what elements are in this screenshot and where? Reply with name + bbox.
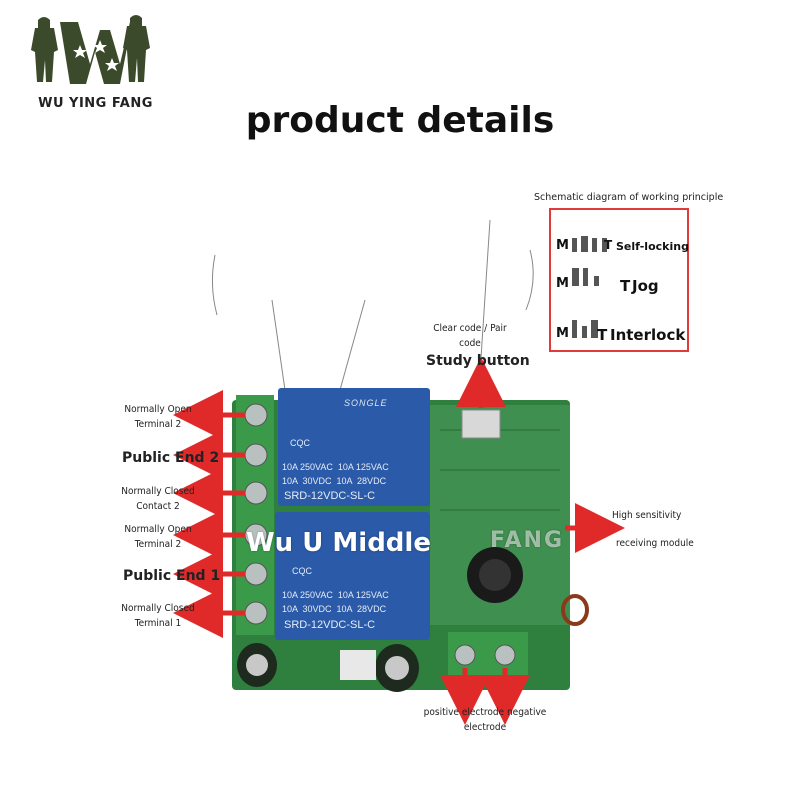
schematic-title: Schematic diagram of working principle: [534, 192, 724, 203]
label-high-sensitivity: High sensitivity: [612, 510, 682, 521]
schematic-m-2: M: [556, 276, 569, 291]
watermark-text: Wu U Middle: [246, 528, 431, 558]
label-receiving-module: receiving module: [616, 538, 694, 549]
label-study-button: Study button: [426, 353, 530, 369]
label-no2: Normally Open Terminal 2: [124, 404, 192, 430]
label-clear-code: Clear code / Pair code: [433, 323, 507, 349]
connector-white: [340, 650, 376, 680]
label-nc2: Normally Closed Contact 2: [121, 486, 195, 512]
page-title: product details: [245, 100, 555, 141]
schematic-label-1: Self-locking: [616, 240, 689, 253]
schematic-label-2: Jog: [632, 277, 659, 295]
label-nc1: Normally Closed Terminal 1: [121, 603, 195, 629]
schematic-m-3: M: [556, 326, 569, 341]
relay-top-brand: SONGLE: [344, 398, 388, 408]
schematic-t-2: T: [620, 277, 631, 295]
relay-top-cert: CQC: [290, 438, 310, 448]
study-button: [461, 409, 501, 439]
terminal-block-left: [236, 395, 274, 635]
schematic-label-3: Interlock: [610, 326, 686, 344]
relay-bottom-spec1: 10A 250VAC 10A 125VAC: [282, 590, 389, 600]
schematic-t-3: T: [597, 326, 608, 344]
label-no1: Normally Open Terminal 2: [124, 524, 192, 550]
relay-bottom: [275, 512, 430, 640]
relay-top-spec1: 10A 250VAC 10A 125VAC: [282, 462, 389, 472]
relay-bottom-model: SRD-12VDC-SL-C: [284, 619, 376, 631]
watermark-fang: FANG: [490, 528, 564, 553]
schematic-m-1: M: [556, 238, 569, 253]
relay-top-model: SRD-12VDC-SL-C: [284, 490, 376, 502]
antenna-wire: [561, 594, 589, 626]
label-electrode: positive electrode negative electrode: [423, 707, 547, 733]
brand-name: WU YING FANG: [38, 96, 153, 111]
relay-top-spec2: 10A 30VDC 10A 28VDC: [282, 476, 387, 486]
relay-top: [278, 388, 430, 506]
label-pub1: Public End 1: [123, 568, 221, 584]
relay-bottom-spec2: 10A 30VDC 10A 28VDC: [282, 604, 387, 614]
label-pub2: Public End 2: [122, 450, 220, 466]
schematic-t-1: T: [604, 238, 613, 252]
relay-bottom-cert: CQC: [292, 566, 312, 576]
